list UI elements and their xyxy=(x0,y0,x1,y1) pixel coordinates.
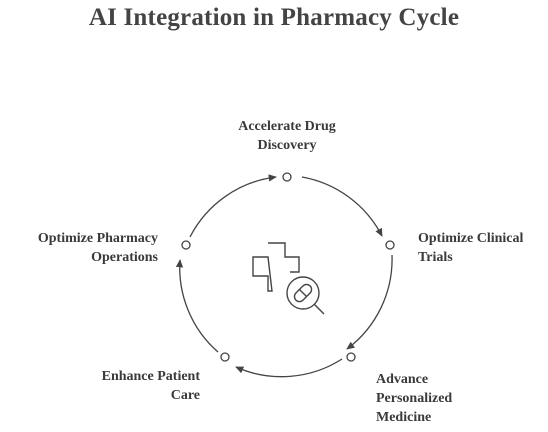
label-advance-personalized-medicine: Advance Personalized Medicine xyxy=(376,372,453,425)
label-optimize-pharmacy-operations: Optimize Pharmacy Operations xyxy=(37,231,158,265)
node-enhance-patient-care xyxy=(220,352,230,362)
cycle-arrows xyxy=(175,174,393,378)
arrow-care-to-operations xyxy=(175,259,219,353)
arrow-discovery-to-trials xyxy=(301,176,383,237)
capsule-icon xyxy=(293,283,313,303)
label-accelerate-drug-discovery: Accelerate Drug Discovery xyxy=(238,119,336,153)
label-enhance-patient-care: Enhance Patient Care xyxy=(101,369,200,403)
magnifier-handle xyxy=(313,303,325,315)
magnifier-circle xyxy=(286,276,320,310)
label-optimize-clinical-trials: Optimize Clinical Trials xyxy=(418,231,524,265)
node-advance-personalized-medicine xyxy=(346,352,356,362)
node-optimize-pharmacy-operations xyxy=(181,240,191,250)
arrow-medicine-to-care xyxy=(235,358,343,378)
medical-cross-outline xyxy=(252,242,300,292)
stage-nodes xyxy=(181,172,395,362)
node-optimize-clinical-trials xyxy=(385,240,395,250)
node-accelerate-drug-discovery xyxy=(282,172,292,182)
arrow-trials-to-medicine xyxy=(346,254,393,350)
page-title: AI Integration in Pharmacy Cycle xyxy=(88,4,460,31)
pharmacy-cross-capsule-icon xyxy=(252,242,325,315)
arrow-operations-to-discovery xyxy=(189,174,277,238)
